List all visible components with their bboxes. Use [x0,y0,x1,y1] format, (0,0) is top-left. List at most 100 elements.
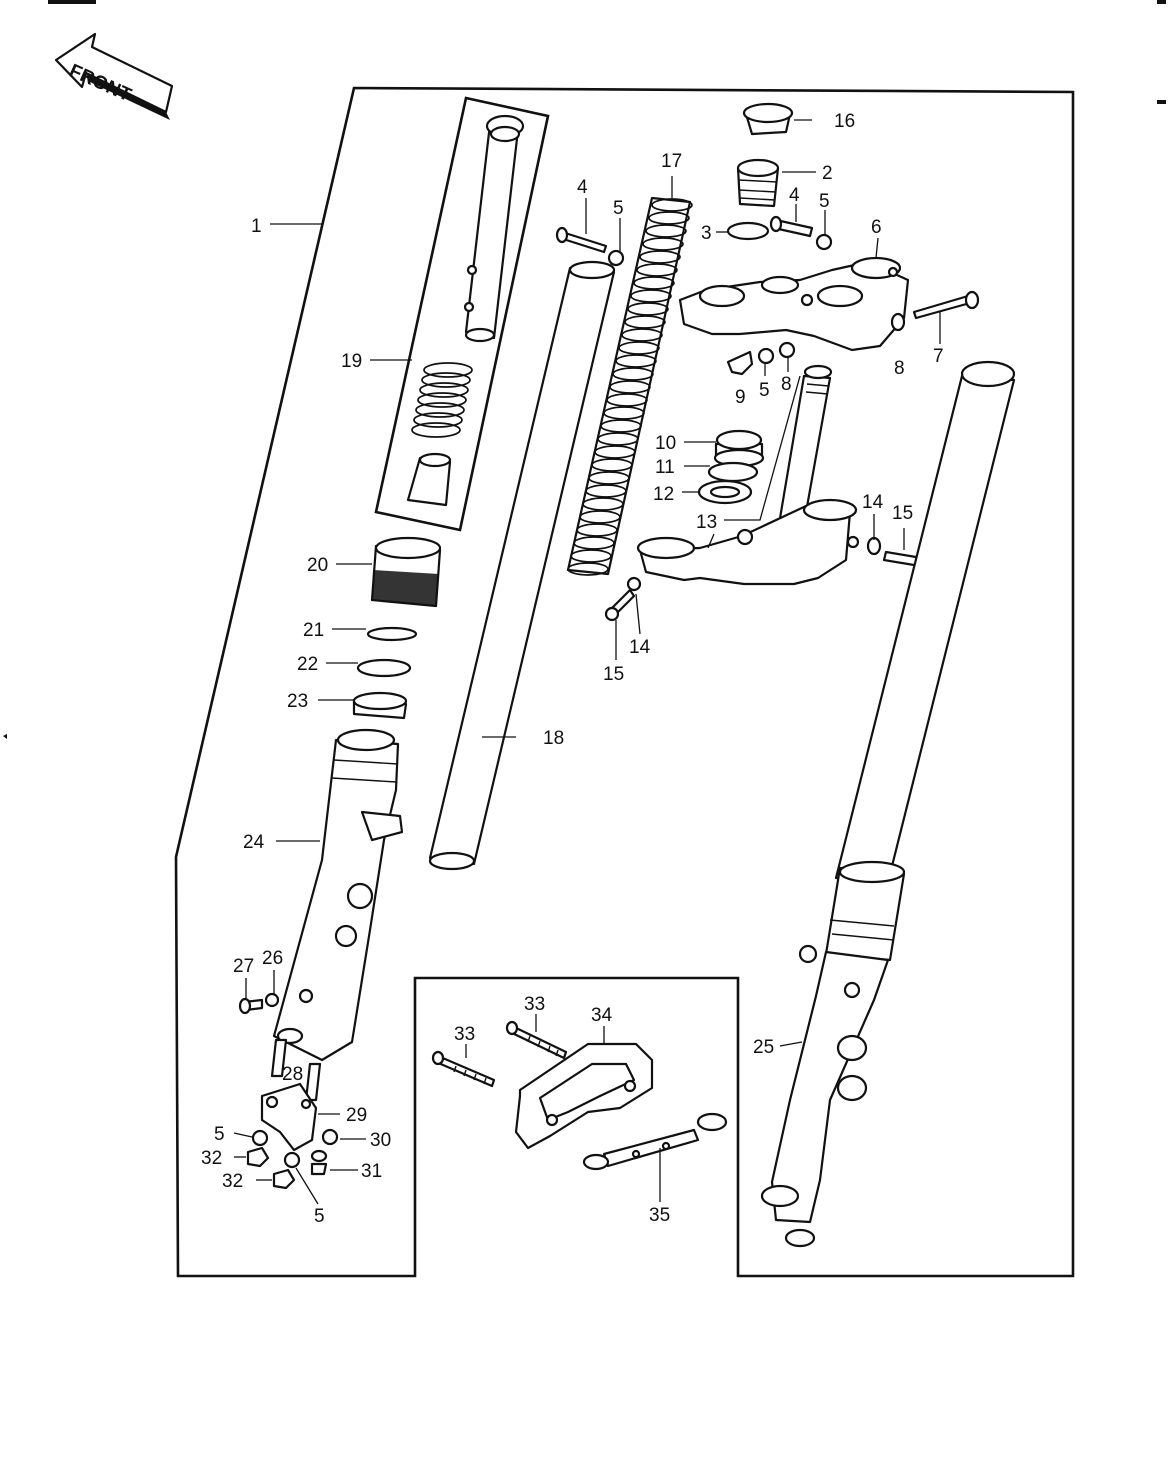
assembly-frame [174,86,1075,1278]
callout-28: 28 [282,1064,303,1085]
callout-5c: 5 [759,380,770,401]
stud [304,1062,322,1102]
nut [321,1128,339,1146]
upper-bracket [678,256,910,352]
callout-11: 11 [655,457,675,478]
washer [866,536,882,556]
washer [264,992,280,1008]
nut [272,1168,296,1190]
circlip [366,626,418,642]
lower-bracket [636,498,860,586]
callout-14: 14 [862,492,884,513]
callout-leaders [233,119,941,1205]
callout-25: 25 [753,1037,774,1058]
bolt [769,215,814,238]
callout-17: 17 [661,151,682,172]
callout-30: 30 [370,1130,391,1151]
callout-20: 20 [307,555,328,576]
callout-33: 33 [454,1024,475,1045]
bearing-cone [713,429,765,468]
callout-15b: 15 [603,664,624,685]
callout-14b: 14 [629,637,651,658]
callout-8b: 8 [781,374,792,395]
callout-10: 10 [655,433,676,454]
bolt [555,226,608,254]
callout-7: 7 [933,346,944,367]
oil-lock-piece [406,452,452,507]
callout-4b: 4 [789,185,800,206]
callout-35: 35 [649,1205,670,1226]
dust-seal [370,536,442,608]
registration-mark [1157,100,1166,104]
callout-18: 18 [543,728,564,749]
callout-34: 34 [591,1005,613,1026]
nut [607,249,625,267]
long-bolt [431,1050,496,1088]
callout-19: 19 [341,351,362,372]
washer [778,341,796,359]
callout-9: 9 [735,387,746,408]
fork-spring [566,196,693,576]
callout-8: 8 [894,358,905,379]
registration-mark [1157,0,1166,4]
callout-6: 6 [871,217,882,238]
callout-24: 24 [243,832,265,853]
rebound-spring [411,362,473,438]
washer [251,1129,269,1147]
registration-mark [3,734,7,739]
long-bolt [505,1020,568,1060]
right-fork-leg [760,360,1016,1248]
top-plug [736,158,780,208]
damper-kit-box [374,96,550,532]
fender-brace [514,1042,654,1150]
callout-5b: 5 [819,191,830,212]
damper-rod [463,114,525,343]
callout-29: 29 [346,1105,367,1126]
acorn-nut [726,350,754,376]
callout-27: 27 [233,956,254,977]
bolt [604,588,636,622]
washer [283,1151,301,1169]
nut [246,1146,270,1168]
callout-32: 32 [201,1148,222,1169]
callout-5: 5 [613,198,624,219]
nut [815,233,833,251]
drain-bolt [238,997,264,1015]
stem-cap [742,102,794,136]
washer [356,658,412,678]
callout-23: 23 [287,691,308,712]
callout-12: 12 [653,484,674,505]
callout-16: 16 [834,111,855,132]
stud [270,1038,288,1078]
callout-3: 3 [701,223,712,244]
callout-31: 31 [361,1161,382,1182]
ball-bearing [707,461,759,483]
callout-2: 2 [822,163,833,184]
bolt [912,290,980,320]
washer [890,312,906,332]
callout-26: 26 [262,948,283,969]
inner-tube [428,260,616,871]
callout-13: 13 [696,512,717,533]
callout-22: 22 [297,654,318,675]
washer [626,576,642,592]
callout-32b: 32 [222,1171,243,1192]
oil-seal [352,691,408,720]
cable-clamp-plate [582,1112,728,1171]
nut [757,347,775,365]
bolt [310,1149,328,1176]
left-fork-leg [272,728,404,1062]
callout-15: 15 [892,503,913,524]
o-ring [726,221,770,241]
callout-33b: 33 [524,994,545,1015]
front-arrow-icon: FRONT [54,32,174,120]
callout-21: 21 [303,620,324,641]
callout-5d: 5 [214,1124,225,1145]
registration-mark [48,0,96,4]
callout-4: 4 [577,177,588,198]
bearing-race [697,479,753,505]
callout-1: 1 [251,216,262,237]
callout-5e: 5 [314,1206,325,1227]
axle-clamp [260,1082,318,1152]
